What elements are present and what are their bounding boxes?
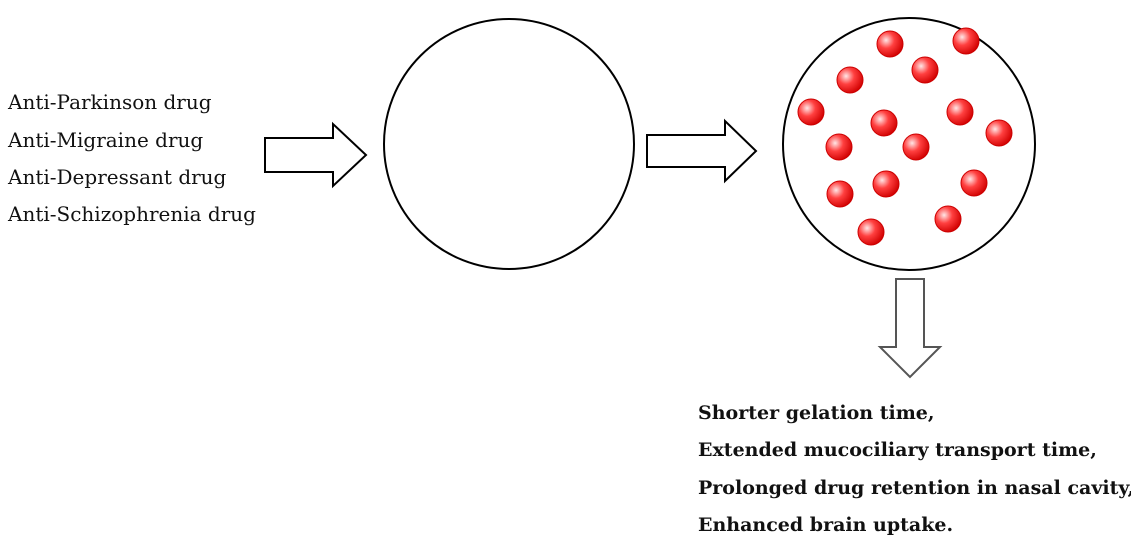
drug-particle bbox=[872, 170, 900, 198]
outcome-label: Extended mucociliary transport time, bbox=[698, 439, 1097, 461]
outcome-label: Prolonged drug retention in nasal cavity… bbox=[698, 477, 1131, 499]
outcome-list: Shorter gelation time, Extended mucocili… bbox=[698, 402, 1131, 536]
down-arrow-icon bbox=[877, 278, 943, 379]
drug-class-label: Anti-Parkinson drug bbox=[7, 90, 212, 114]
drug-particle bbox=[870, 109, 898, 137]
right-arrow-icon bbox=[646, 118, 758, 184]
drug-particle bbox=[960, 169, 988, 197]
drug-particle bbox=[911, 56, 939, 84]
empty-carrier-circle bbox=[383, 18, 635, 270]
drug-class-label: Anti-Depressant drug bbox=[7, 165, 227, 189]
drug-particle bbox=[952, 27, 980, 55]
drug-class-list: Anti-Parkinson drug Anti-Migraine drug A… bbox=[7, 90, 256, 226]
outcome-label: Shorter gelation time, bbox=[698, 402, 935, 424]
drug-particle bbox=[826, 180, 854, 208]
drug-particle bbox=[836, 66, 864, 94]
drug-particle bbox=[797, 98, 825, 126]
drug-particles bbox=[797, 27, 1013, 246]
right-arrow-icon bbox=[264, 121, 368, 189]
outcome-label: Enhanced brain uptake. bbox=[698, 514, 953, 536]
drug-particle bbox=[946, 98, 974, 126]
drug-particle bbox=[985, 119, 1013, 147]
drug-particle bbox=[825, 133, 853, 161]
drug-class-label: Anti-Schizophrenia drug bbox=[7, 202, 256, 226]
drug-particle bbox=[902, 133, 930, 161]
drug-particle bbox=[876, 30, 904, 58]
drug-class-label: Anti-Migraine drug bbox=[7, 128, 203, 152]
drug-particle bbox=[857, 218, 885, 246]
drug-particle bbox=[934, 205, 962, 233]
